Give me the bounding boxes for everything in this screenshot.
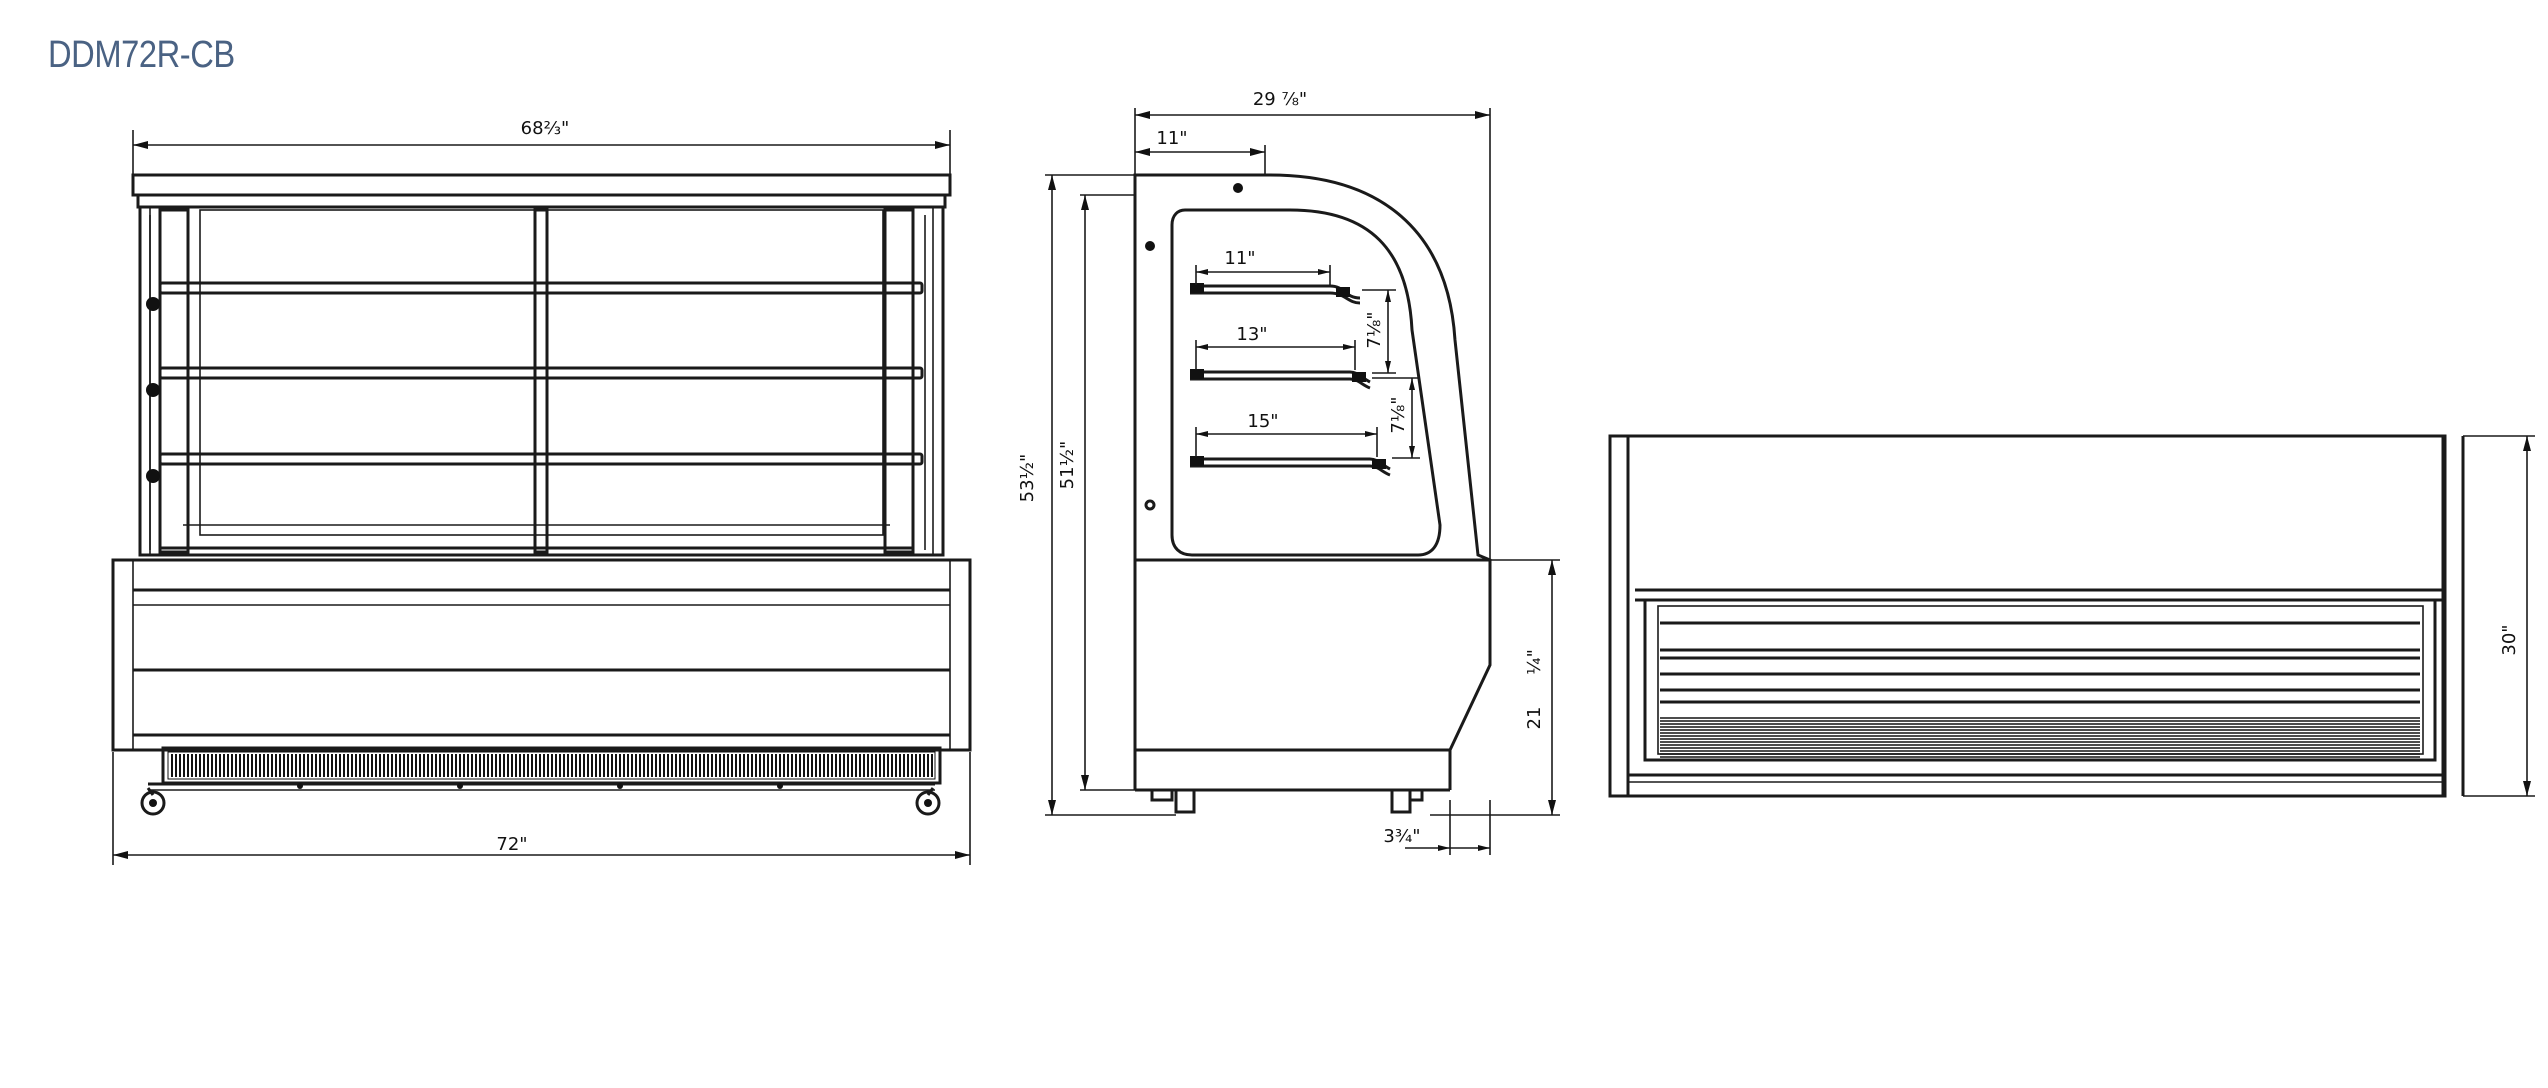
side-depth-label: 29 ⅞"	[1253, 89, 1307, 110]
side-top-offset-label: 11"	[1156, 128, 1187, 149]
foot-offset-label: 3¾"	[1383, 826, 1420, 847]
shelf-gap-1-label: 7⅛"	[1364, 311, 1385, 348]
inner-height-label: 51½"	[1057, 441, 1078, 490]
rear-vent-grille	[1660, 717, 2420, 758]
rear-view: 30"	[1608, 434, 2535, 798]
overall-height-label: 53½"	[1017, 454, 1038, 503]
side-view: 29 ⅞" 11"	[1017, 89, 1560, 855]
front-base-width-label: 72"	[496, 834, 527, 855]
shelf-gap-2-label: 7⅛"	[1388, 396, 1409, 433]
shelf-3-depth-label: 15"	[1247, 411, 1278, 432]
front-view: 68⅔"	[111, 118, 972, 865]
shelf-2-depth-label: 13"	[1236, 324, 1267, 345]
drawing-title: DDM72R-CB	[48, 34, 235, 76]
shelf-1-depth-label: 11"	[1224, 248, 1255, 269]
front-top-width-label: 68⅔"	[521, 118, 570, 139]
base-height-label: 21	[1524, 707, 1545, 730]
rear-height-label: 30"	[2499, 624, 2520, 655]
front-vent-grille	[167, 751, 936, 780]
base-height-fraction-label: ¼"	[1524, 649, 1545, 675]
